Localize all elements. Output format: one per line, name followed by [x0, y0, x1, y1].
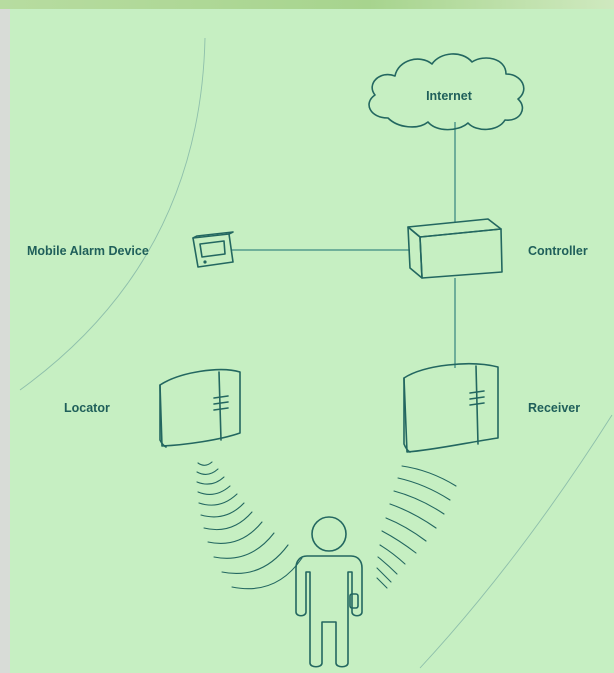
mobile-alarm-device-label: Mobile Alarm Device [27, 244, 149, 258]
mobile-alarm-device-icon [192, 231, 234, 268]
left-border-strip [0, 9, 10, 673]
person-icon [295, 516, 363, 668]
locator-label: Locator [64, 401, 110, 415]
receiver-device-icon [403, 363, 499, 453]
signal-waves-left [196, 461, 303, 590]
controller-box-icon [407, 218, 503, 279]
top-border-strip [0, 0, 614, 9]
internet-label: Internet [426, 89, 473, 103]
cloud-icon [368, 53, 525, 131]
controller-label: Controller [528, 244, 588, 258]
receiver-label: Receiver [528, 401, 580, 415]
background-arc-right [419, 414, 613, 669]
locator-device-icon [159, 368, 241, 448]
signal-waves-right [376, 465, 457, 589]
background-arc-left [19, 37, 206, 391]
